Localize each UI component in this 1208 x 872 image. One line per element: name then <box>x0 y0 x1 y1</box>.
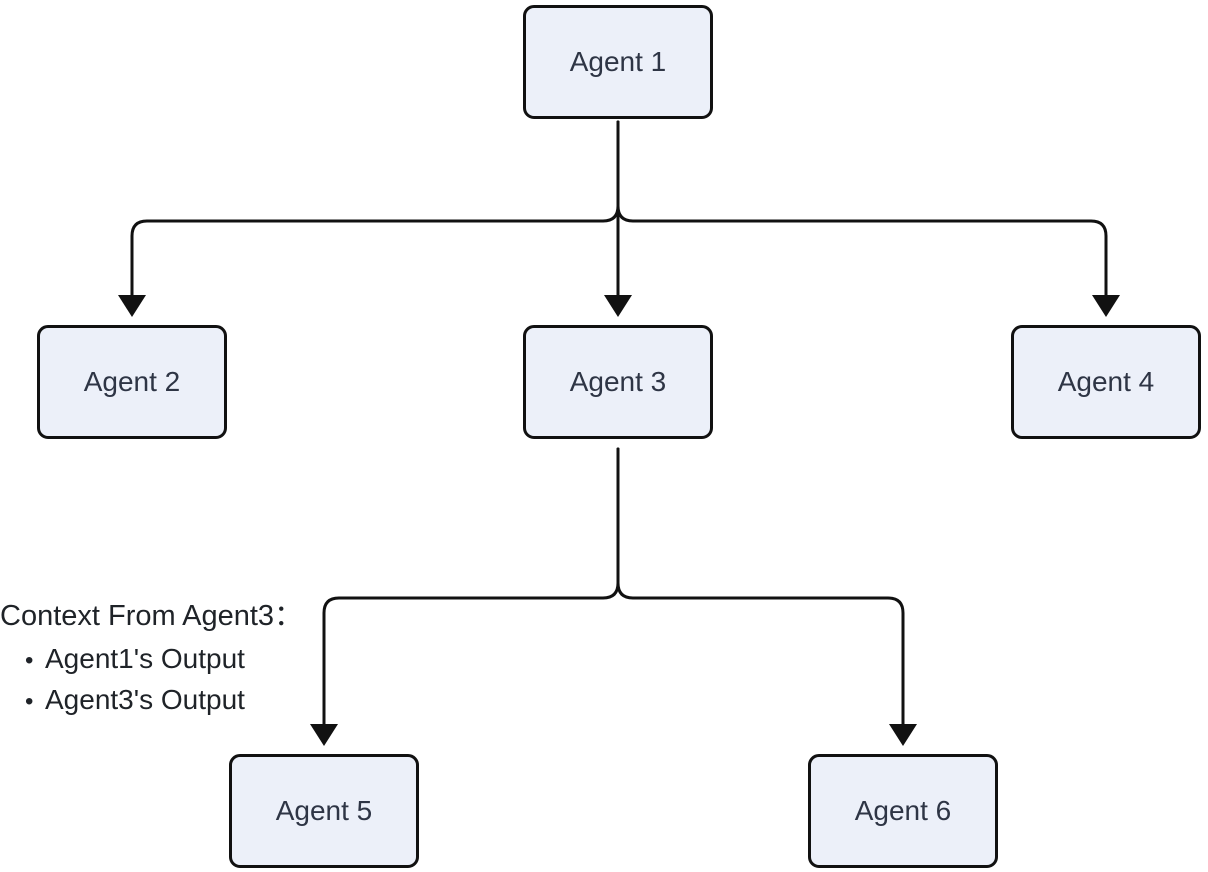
edge-agent3-agent6 <box>616 447 905 727</box>
arrowhead-agent6 <box>889 724 917 746</box>
annotation-item: • Agent3's Output <box>0 680 340 721</box>
node-agent2-label: Agent 2 <box>83 366 181 397</box>
annotation-item: • Agent1's Output <box>0 639 340 680</box>
arrowhead-agent4 <box>1092 295 1120 317</box>
node-agent3-label: Agent 3 <box>569 366 667 397</box>
node-agent1-label: Agent 1 <box>569 46 667 77</box>
node-agent6-label: Agent 6 <box>854 795 952 826</box>
edge-agent3-agent5 <box>322 447 620 727</box>
arrowhead-agent2 <box>118 295 146 317</box>
edge-agent1-agent2 <box>130 120 620 298</box>
arrowhead-agent5 <box>310 724 338 746</box>
node-agent5: Agent 5 <box>229 754 419 868</box>
annotation-list: • Agent1's Output • Agent3's Output <box>0 639 340 721</box>
node-agent1: Agent 1 <box>523 5 713 119</box>
bullet-icon: • <box>25 688 34 715</box>
edge-agent1-agent4 <box>616 120 1108 298</box>
context-annotation: Context From Agent3： • Agent1's Output •… <box>0 598 340 721</box>
annotation-title: Context From Agent3： <box>0 600 304 632</box>
node-agent6: Agent 6 <box>808 754 998 868</box>
annotation-item-text: Agent1's Output <box>45 643 245 674</box>
bullet-icon: • <box>25 647 34 674</box>
node-agent4-label: Agent 4 <box>1057 366 1155 397</box>
annotation-item-text: Agent3's Output <box>45 684 245 715</box>
node-agent4: Agent 4 <box>1011 325 1201 439</box>
node-agent2: Agent 2 <box>37 325 227 439</box>
node-agent3: Agent 3 <box>523 325 713 439</box>
arrowhead-agent3 <box>604 295 632 317</box>
node-agent5-label: Agent 5 <box>275 795 373 826</box>
